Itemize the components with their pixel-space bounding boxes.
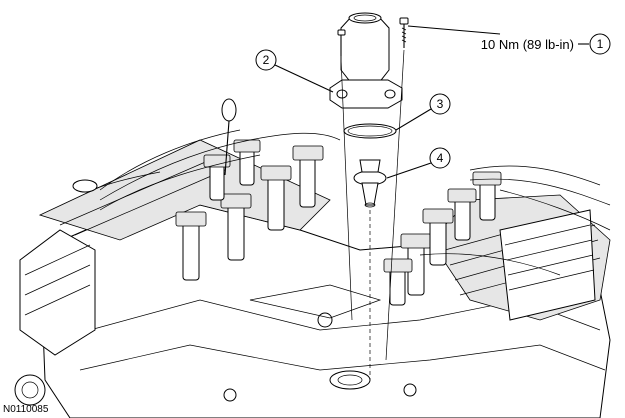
thermostat-housing xyxy=(329,12,409,109)
callout-2: 2 xyxy=(255,49,334,93)
left-ignition-coils xyxy=(99,129,341,281)
right-ignition-coils xyxy=(383,165,611,306)
callout-1-number: 1 xyxy=(597,37,604,51)
figure-id: N0110085 xyxy=(3,404,49,415)
torque-specification-label: 10 Nm (89 lb-in) xyxy=(481,37,574,52)
left-cylinder-bank xyxy=(14,139,331,406)
callout-4-number: 4 xyxy=(437,151,444,165)
right-cylinder-bank xyxy=(429,194,611,321)
callout-3: 3 xyxy=(395,93,451,131)
callout-1: 1 xyxy=(407,25,611,55)
callout-2-number: 2 xyxy=(263,53,270,67)
thermostat xyxy=(353,159,387,208)
dipstick xyxy=(72,98,237,193)
housing-seal xyxy=(343,123,397,139)
callout-3-number: 3 xyxy=(437,97,444,111)
callout-4: 4 xyxy=(386,147,451,179)
alignment-lines xyxy=(340,49,405,380)
